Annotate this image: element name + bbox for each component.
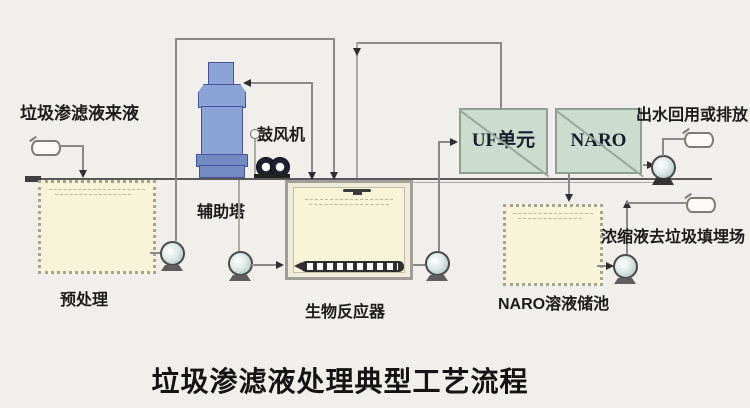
aux-tower-label: 辅助塔: [197, 204, 246, 221]
naro-tank-label: NARO溶液储池: [498, 296, 610, 313]
water-level: [55, 194, 131, 195]
pumpE-suction: [597, 265, 613, 267]
blower-base: [254, 174, 290, 178]
water-level: [309, 204, 389, 205]
naro-drain-pipe: [568, 174, 570, 200]
aux-tower-body: [201, 106, 243, 156]
pumpC-suction: [413, 264, 425, 266]
pretreatment-tank: [38, 180, 156, 274]
diagram-title: 垃圾渗滤液处理典型工艺流程: [151, 367, 529, 398]
ground-hatch: [25, 176, 41, 182]
membrane-feed-pump: [425, 251, 450, 281]
uf-feed-arrow: [450, 138, 458, 146]
feed-pipe-top: [175, 38, 335, 40]
aeration-feed-arrow: [276, 261, 284, 269]
blower-label: 鼓风机: [257, 127, 306, 144]
concentrate-pump: [613, 254, 638, 284]
recycle-arrow: [353, 48, 361, 56]
aeration-feed-pump: [228, 251, 253, 281]
gas-arrow-to-tower: [243, 79, 251, 87]
water-level: [513, 213, 593, 214]
effluent-riser: [662, 138, 664, 156]
ground-line-double: [413, 182, 666, 183]
feed-arrow: [330, 172, 338, 180]
pumpA-suction: [150, 252, 161, 254]
concentrate-nozzle-icon: [686, 197, 716, 213]
influent-label: 垃圾渗滤液来液: [20, 104, 139, 123]
aeration-feed-pipe: [250, 264, 282, 266]
naro-storage-tank: [503, 204, 603, 286]
feed-pipe-riser: [175, 38, 177, 241]
blower-stack-cap: [250, 129, 260, 139]
aux-tower-shoulder: [198, 84, 246, 108]
concentrate-arrow: [623, 200, 631, 208]
gas-arrow-down: [308, 172, 316, 180]
recycle-pipe-drop: [356, 42, 358, 178]
water-level: [518, 218, 582, 219]
influent-pipe-v: [82, 145, 84, 172]
concentrate-riser: [626, 202, 628, 254]
bioreactor-label: 生物反应器: [305, 304, 386, 321]
pretreatment-pump: [160, 241, 185, 271]
ground-line: [30, 178, 712, 180]
aux-tower-base: [199, 165, 245, 178]
uf-feed-pipe: [438, 141, 456, 143]
blower-stack: [254, 134, 256, 178]
aux-tower-cap: [208, 62, 234, 86]
pumpE-suction-arrow: [606, 262, 614, 270]
tower-drain-pipe: [238, 180, 240, 252]
uf-unit-label: UF单元: [471, 130, 536, 151]
influent-arrow: [79, 170, 87, 178]
concentrate-pipe-h: [626, 202, 686, 204]
recycle-pipe-top: [356, 42, 502, 44]
influent-nozzle-icon: [31, 140, 61, 156]
uf-feed-riser: [438, 141, 440, 251]
gas-pipe-h: [247, 82, 313, 84]
naro-drain-arrow: [565, 194, 573, 202]
influent-pipe-h: [59, 145, 83, 147]
effluent-pipe-h: [662, 138, 686, 140]
gas-pipe-v: [311, 82, 313, 176]
bioreactor-inner: [293, 187, 405, 273]
concentrate-label: 浓缩液去垃圾填埋场: [601, 229, 746, 246]
effluent-label: 出水回用或排放: [636, 107, 749, 124]
uf-unit: UF单元: [459, 108, 550, 177]
effluent-nozzle-icon: [684, 132, 714, 148]
water-level: [49, 189, 145, 190]
uf-top-pipe: [500, 42, 502, 108]
effluent-pump: [651, 155, 676, 185]
membrane-diagonal: [556, 110, 644, 178]
skimmer-icon: [343, 189, 371, 195]
water-level: [305, 199, 393, 200]
pretreatment-label: 预处理: [60, 292, 109, 309]
diffuser-arrow: [294, 262, 302, 270]
naro-unit: NARO: [555, 108, 644, 178]
feed-pipe-drop: [333, 38, 335, 176]
aeration-diffuser: [301, 261, 404, 272]
